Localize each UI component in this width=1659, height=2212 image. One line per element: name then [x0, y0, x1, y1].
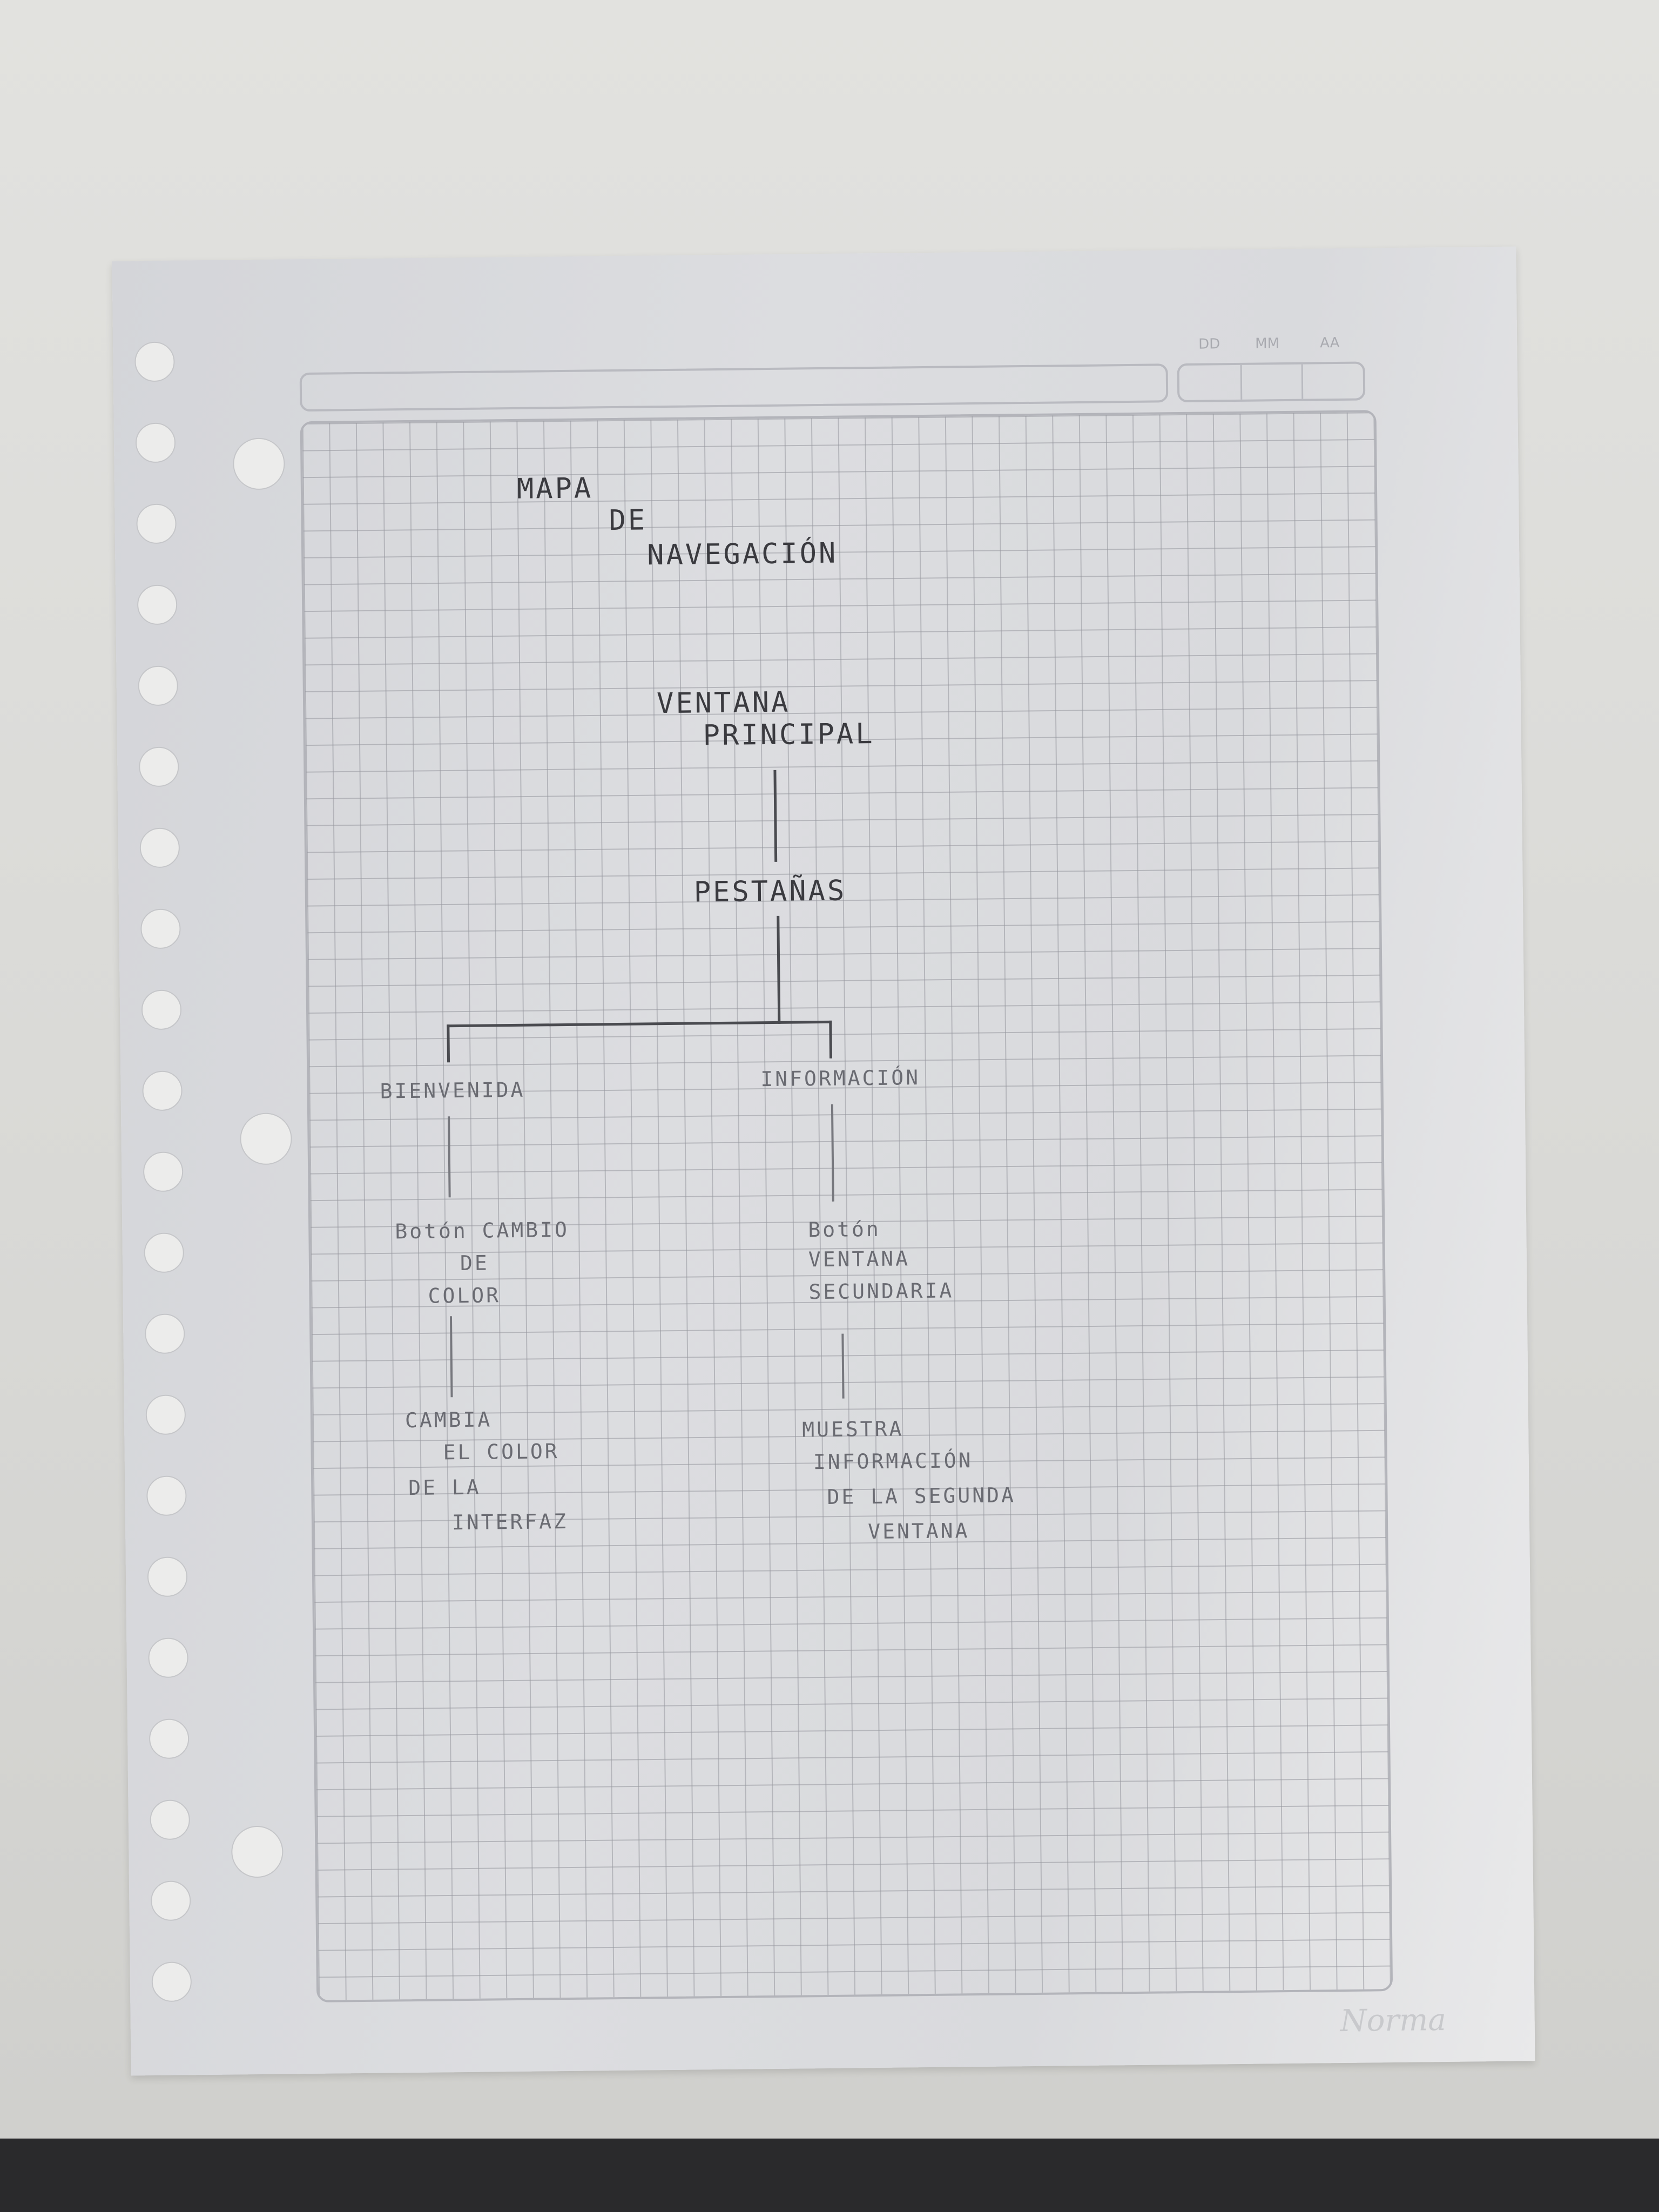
binding-hole	[137, 584, 178, 625]
node-change-color-line-2: EL COLOR	[443, 1439, 559, 1465]
node-color-button-line-3: COLOR	[428, 1283, 501, 1308]
binding-hole-large	[232, 437, 285, 490]
node-secondary-button-line-2: VENTANA	[808, 1246, 911, 1272]
binding-hole	[140, 908, 181, 949]
node-tabs: PESTAÑAS	[693, 874, 847, 909]
binding-hole	[146, 1475, 187, 1516]
date-label-month: MM	[1255, 335, 1280, 352]
binding-hole	[144, 1232, 185, 1273]
binding-hole	[145, 1394, 186, 1435]
title-field	[299, 363, 1169, 412]
node-show-info-line-2: INFORMACIÓN	[813, 1448, 973, 1474]
binding-hole	[139, 827, 180, 868]
connector-left-drop	[447, 1024, 450, 1063]
node-change-color-line-3: DE LA	[408, 1475, 481, 1500]
node-color-button-line-2: DE	[460, 1251, 489, 1276]
date-field	[1177, 361, 1366, 403]
node-show-info-line-3: DE LA SEGUNDA	[827, 1483, 1016, 1509]
binding-hole	[135, 422, 176, 463]
binding-hole	[150, 1799, 191, 1840]
node-welcome: BIENVENIDA	[380, 1077, 525, 1103]
binding-hole	[149, 1718, 190, 1759]
binding-hole	[148, 1637, 188, 1678]
binding-hole	[150, 1880, 191, 1921]
diagram-title-line-1: MAPA	[516, 472, 594, 505]
binding-hole	[141, 989, 182, 1030]
floor-strip	[0, 2139, 1659, 2212]
node-secondary-button-line-3: SECUNDARIA	[808, 1278, 954, 1304]
binding-hole	[136, 503, 177, 544]
binding-hole	[151, 1961, 192, 2002]
grid-area	[300, 410, 1393, 2002]
node-color-button-line-1: Botón CAMBIO	[395, 1217, 570, 1244]
node-change-color-line-1: CAMBIA	[404, 1407, 493, 1433]
date-label-day: DD	[1198, 336, 1220, 353]
binding-hole	[138, 746, 179, 787]
diagram-title-line-3: NAVEGACIÓN	[646, 537, 838, 572]
binding-hole-large	[240, 1112, 293, 1165]
node-root-line-2: PRINCIPAL	[703, 717, 875, 752]
binding-hole	[138, 665, 179, 706]
connector-right-drop	[829, 1020, 833, 1058]
binding-hole-large	[231, 1825, 284, 1878]
node-secondary-button-line-1: Botón	[808, 1217, 881, 1242]
binding-hole	[134, 341, 175, 382]
binding-hole	[147, 1556, 188, 1597]
notebook-sheet: DD MM AA Norma MAPA DE NAVEGACIÓN VENTAN…	[112, 246, 1535, 2076]
node-show-info-line-1: MUESTRA	[801, 1417, 904, 1442]
node-information: INFORMACIÓN	[760, 1065, 921, 1091]
node-root-line-1: VENTANA	[656, 686, 791, 720]
node-change-color-line-4: INTERFAZ	[451, 1509, 569, 1535]
binding-hole	[144, 1313, 185, 1354]
brand-logo: Norma	[1340, 2002, 1447, 2039]
binding-hole	[142, 1070, 183, 1111]
diagram-title-line-2: DE	[609, 504, 648, 537]
binding-hole	[143, 1151, 184, 1192]
node-show-info-line-4: VENTANA	[867, 1519, 970, 1544]
date-label-year: AA	[1320, 334, 1340, 352]
